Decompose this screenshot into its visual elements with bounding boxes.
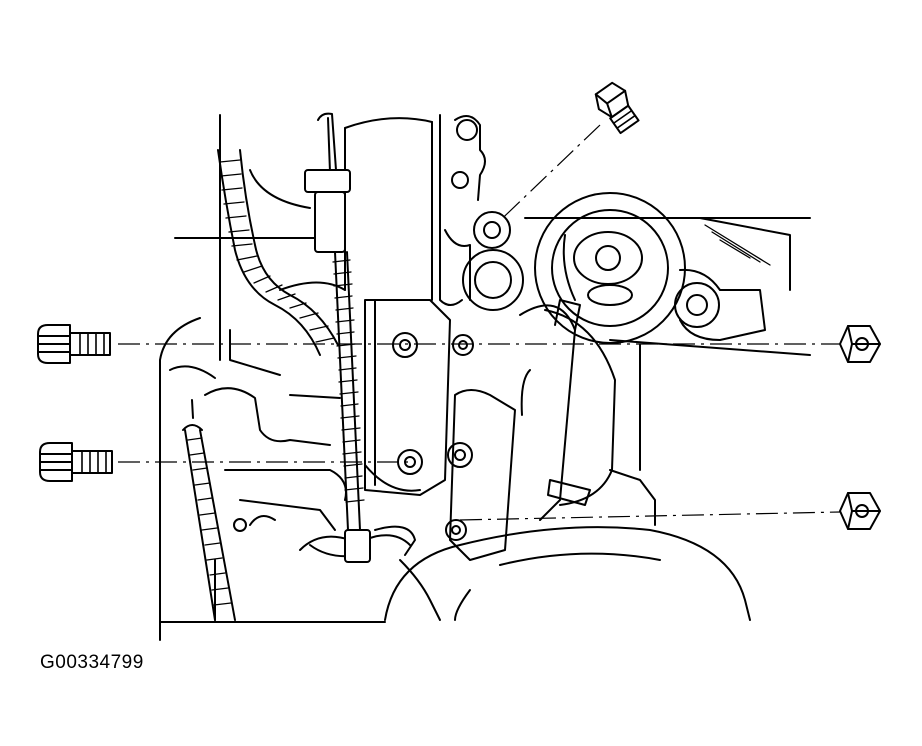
figure-code: G00334799 bbox=[40, 652, 144, 673]
washer-icon bbox=[473, 211, 511, 249]
lower-rod bbox=[182, 399, 236, 621]
engine-assembly bbox=[159, 114, 811, 641]
centerline-lower-nut bbox=[459, 511, 841, 521]
centerline-top-bolt bbox=[487, 124, 601, 233]
hex-nut-icon bbox=[839, 325, 881, 363]
hex-bolt-icon bbox=[39, 442, 113, 482]
wiring-harness bbox=[217, 149, 339, 356]
hex-bolt-icon bbox=[37, 324, 111, 364]
hex-bolt-icon bbox=[594, 81, 640, 135]
hex-nut-icon bbox=[839, 492, 881, 530]
strut-rod bbox=[304, 112, 411, 563]
assembly-centerlines bbox=[118, 124, 841, 521]
